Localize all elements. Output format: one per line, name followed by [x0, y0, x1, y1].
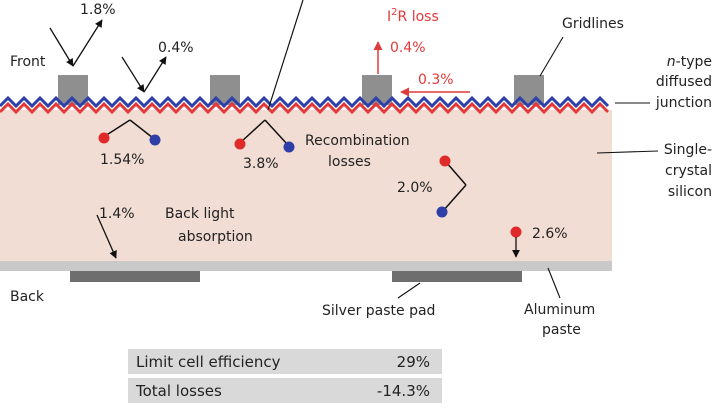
- hole-dot: [234, 138, 246, 150]
- silver-paste-pad-left: [70, 271, 200, 282]
- table-row: Limit cell efficiency 29%: [128, 349, 442, 374]
- reflection-loss-label: 1.8%: [80, 2, 116, 18]
- aluminum-label-line1: Aluminum: [524, 302, 595, 318]
- recombination-label-line2: losses: [328, 154, 371, 170]
- junction-label-line1: n-type: [667, 54, 712, 70]
- shading-loss-label: 0.4%: [158, 40, 194, 56]
- bulk-recomb-label: 2.0%: [397, 180, 433, 196]
- incident-light-arrow: [49, 27, 74, 67]
- back-recomb-label: 2.6%: [532, 226, 568, 242]
- table-row: Total losses -14.3%: [128, 378, 442, 403]
- i2r-lateral-label: 0.3%: [418, 72, 454, 88]
- front-label: Front: [10, 54, 46, 70]
- silver-paste-label: Silver paste pad: [322, 303, 435, 319]
- back-light-arrow: [96, 214, 117, 259]
- back-light-label-line1: Back light: [165, 206, 235, 222]
- shading-in-arrow: [121, 56, 145, 93]
- surface-texture-blue: [0, 95, 610, 109]
- junction-recomb-link-a: [240, 119, 266, 143]
- front-recomb-label: 1.54%: [100, 152, 144, 168]
- i2r-loss-label: I2R loss: [387, 7, 439, 25]
- efficiency-table: Limit cell efficiency 29% Total losses -…: [128, 349, 442, 405]
- row-label: Total losses: [136, 381, 222, 400]
- bulk-recomb-link-b: [442, 184, 467, 212]
- hole-dot: [510, 226, 522, 238]
- aluminum-leader: [547, 267, 561, 299]
- shading-out-arrow: [143, 56, 167, 93]
- gridlines-label: Gridlines: [562, 16, 624, 32]
- row-value: 29%: [396, 352, 430, 371]
- silver-paste-leader: [397, 282, 421, 299]
- electron-dot: [436, 206, 448, 218]
- hole-dot: [98, 132, 110, 144]
- silicon-label-line1: Single-: [664, 142, 712, 158]
- front-recomb-link-a: [104, 119, 131, 137]
- silicon-label-line2: crystal: [665, 163, 712, 179]
- i2r-vertical-label: 0.4%: [390, 40, 426, 56]
- back-contact-layer: [0, 261, 612, 271]
- silver-paste-pad-right: [392, 271, 522, 282]
- junction-recomb-label: 3.8%: [243, 156, 279, 172]
- hole-dot: [439, 155, 451, 167]
- silicon-label-line3: silicon: [668, 184, 712, 200]
- silicon-leader: [596, 150, 659, 154]
- reflected-light-arrow: [72, 19, 103, 67]
- back-light-label-line2: absorption: [178, 229, 253, 245]
- junction-label-line3: junction: [655, 95, 712, 111]
- row-label: Limit cell efficiency: [136, 352, 281, 371]
- electron-dot: [149, 134, 161, 146]
- gridlines-leader: [539, 36, 564, 77]
- front-recomb-link-b: [129, 119, 154, 139]
- junction-texture-red: [0, 101, 610, 115]
- bulk-recomb-link-a: [445, 161, 467, 186]
- recombination-label-line1: Recombination: [305, 133, 410, 149]
- junction-recomb-link-b: [264, 119, 288, 145]
- back-label: Back: [10, 289, 45, 305]
- pointer-line: [267, 0, 304, 111]
- back-light-percent-label: 1.4%: [99, 206, 135, 222]
- junction-label-line2: diffused: [656, 74, 712, 90]
- aluminum-label-line2: paste: [542, 322, 581, 338]
- electron-dot: [283, 141, 295, 153]
- row-value: -14.3%: [376, 381, 430, 400]
